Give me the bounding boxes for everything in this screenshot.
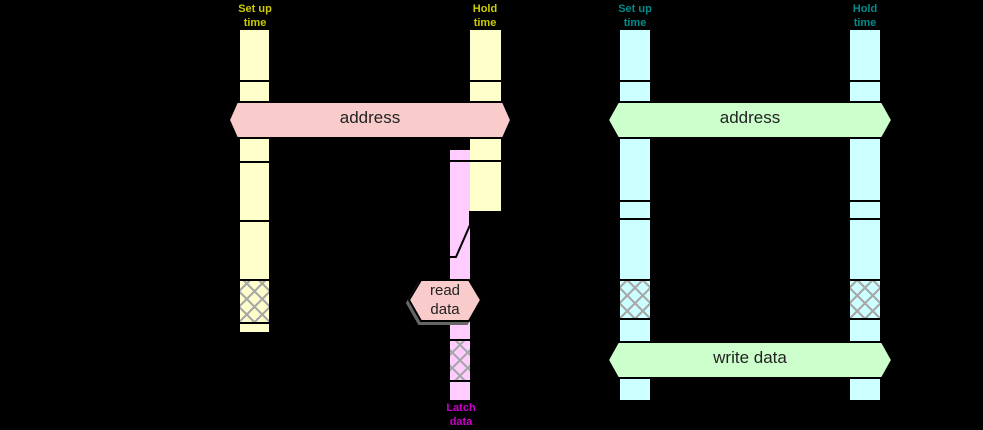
segment-divider-line (240, 80, 269, 82)
read-setup-time-band (240, 30, 269, 332)
read-address-hexagon (227, 101, 513, 139)
segment-divider-line (240, 220, 269, 222)
segment-divider-line (450, 339, 470, 341)
invalid-data-crosshatch (450, 341, 470, 380)
segment-divider-line (620, 279, 650, 281)
read-address-label: address (339, 108, 401, 127)
read-data-label: read data (429, 282, 461, 318)
segment-divider-line (850, 279, 880, 281)
segment-divider-line (850, 200, 880, 202)
segment-divider-line (240, 322, 269, 324)
latch-data-label: Latch data (446, 402, 476, 428)
read-setup-time-label: Set up time (238, 3, 272, 29)
read-data-hexagon (407, 279, 483, 322)
segment-divider-line (850, 318, 880, 320)
segment-divider-line (240, 279, 269, 281)
write-setup-time-label: Set up time (618, 3, 652, 29)
write-setup-time-band (620, 30, 650, 400)
segment-divider-line (620, 218, 650, 220)
data-valid-transition-line (446, 211, 471, 258)
write-hold-time-band (850, 30, 880, 400)
invalid-data-crosshatch (850, 281, 880, 318)
segment-divider-line (240, 161, 269, 163)
clock-edge-line (450, 160, 501, 162)
write-address-label: address (719, 108, 781, 127)
invalid-data-crosshatch (620, 281, 650, 318)
read-hold-time-label: Hold time (472, 3, 498, 29)
write-address-hexagon (606, 101, 894, 139)
write-hold-time-label: Hold time (852, 3, 878, 29)
invalid-data-crosshatch (240, 281, 269, 322)
segment-divider-line (470, 80, 501, 82)
read-data-band (450, 150, 470, 400)
segment-divider-line (850, 80, 880, 82)
segment-divider-line (620, 200, 650, 202)
write-data-hexagon (606, 341, 894, 379)
segment-divider-line (850, 218, 880, 220)
segment-divider-line (620, 80, 650, 82)
segment-divider-line (450, 380, 470, 382)
segment-divider-line (620, 318, 650, 320)
write-data-label: write data (713, 348, 787, 367)
